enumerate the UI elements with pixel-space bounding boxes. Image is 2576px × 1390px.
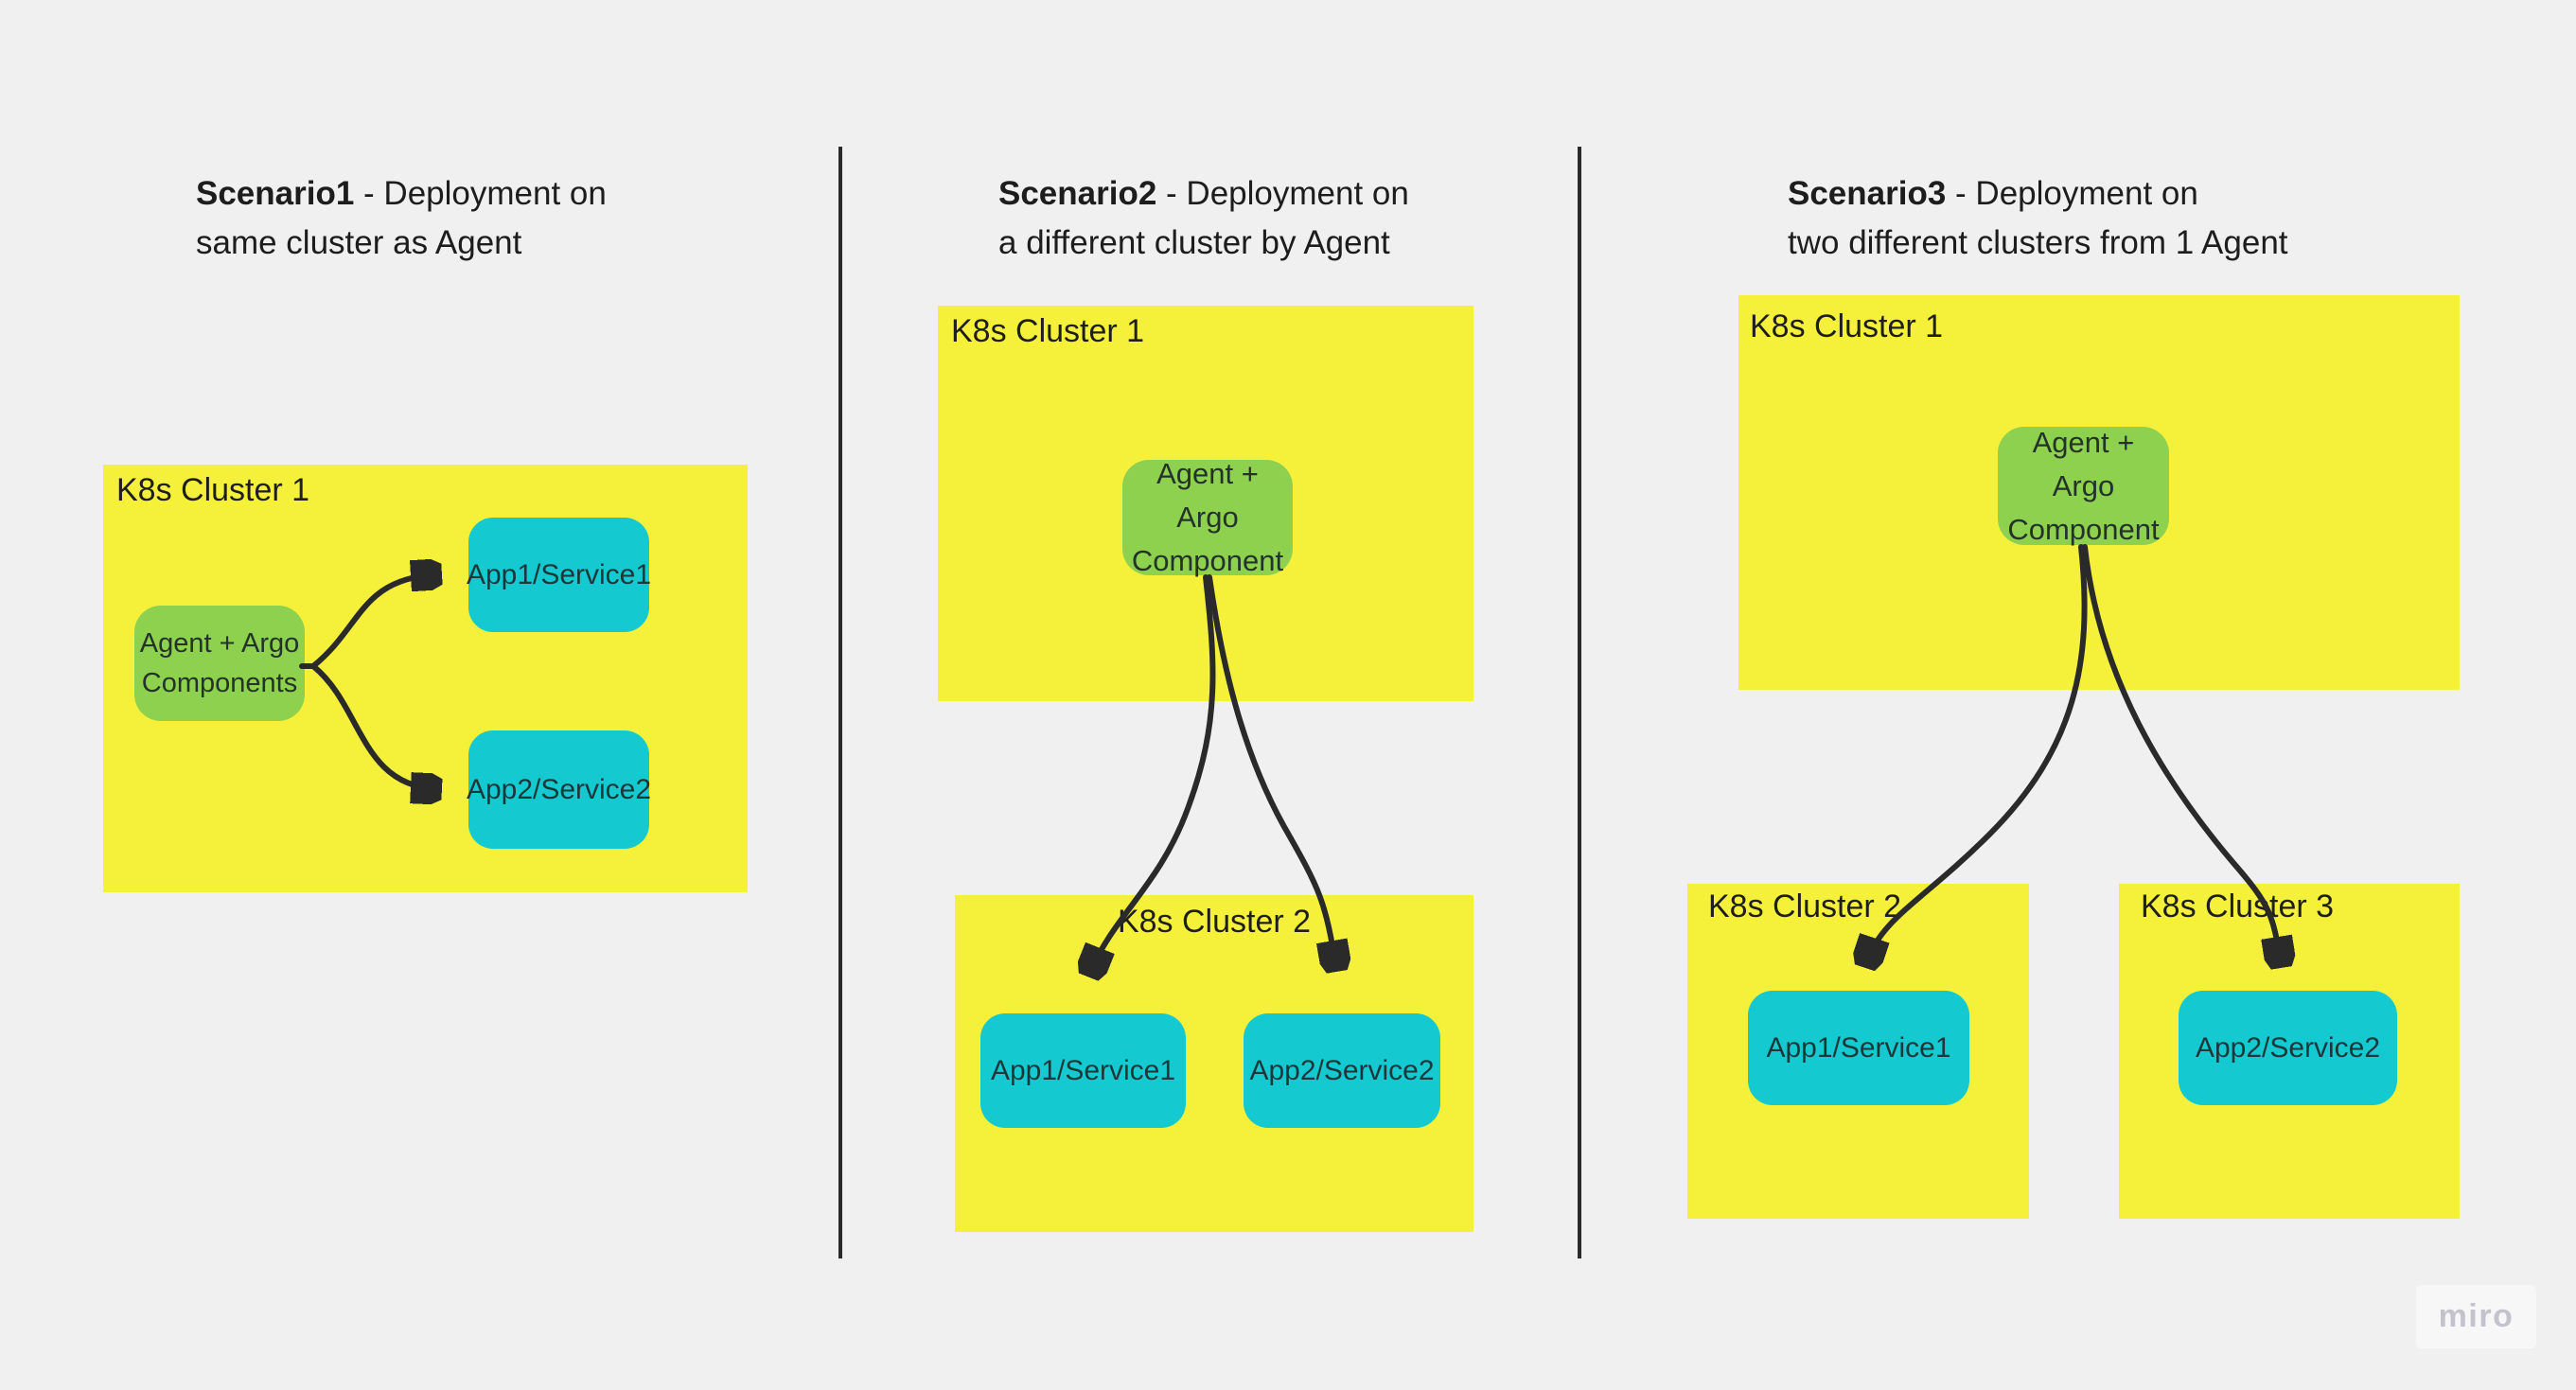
s3-cluster2-sticky[interactable]: K8s Cluster 2 App1/Service1 <box>1687 884 2029 1219</box>
section-divider-1 <box>838 147 842 1258</box>
s2-app2-node[interactable]: App2/Service2 <box>1244 1013 1440 1128</box>
scenario2-title-bold: Scenario2 <box>998 175 1157 213</box>
s2-app1-node[interactable]: App1/Service1 <box>980 1013 1186 1128</box>
s3-app2-node[interactable]: App2/Service2 <box>2179 991 2397 1105</box>
s1-agent-argo-node[interactable]: Agent + Argo Components <box>134 606 305 721</box>
scenario1-title-bold: Scenario1 <box>196 175 355 213</box>
s2-cluster1-sticky[interactable]: K8s Cluster 1 Agent + Argo Component <box>938 306 1473 701</box>
scenario3-title-line2: two different clusters from 1 Agent <box>1788 224 2288 262</box>
scenario3-title-rest: - Deployment on <box>1946 175 2198 213</box>
s1-agent-line1: Agent + Argo <box>139 628 300 659</box>
s1-app1-label: App1/Service1 <box>466 558 652 590</box>
s3-cluster1-label: K8s Cluster 1 <box>1750 308 1944 344</box>
s2-app2-label: App2/Service2 <box>1249 1054 1435 1086</box>
s2-agent-line3: Component <box>1131 544 1284 577</box>
s3-agent-argo-node[interactable]: Agent + Argo Component <box>1998 426 2169 546</box>
scenario1-title: Scenario1 - Deployment on same cluster a… <box>196 169 607 268</box>
scenario1-title-line2: same cluster as Agent <box>196 224 522 262</box>
s1-app2-label: App2/Service2 <box>466 773 652 805</box>
s3-app1-node[interactable]: App1/Service1 <box>1748 991 1969 1105</box>
s3-cluster3-sticky[interactable]: K8s Cluster 3 App2/Service2 <box>2119 884 2460 1219</box>
scenario2-title-line2: a different cluster by Agent <box>998 224 1390 262</box>
scenario3-title: Scenario3 - Deployment on two different … <box>1788 169 2288 268</box>
s3-app1-label: App1/Service1 <box>1766 1031 1951 1064</box>
s2-cluster2-label: K8s Cluster 2 <box>1117 904 1312 940</box>
s2-cluster2-sticky[interactable]: K8s Cluster 2 App1/Service1 App2/Service… <box>955 895 1473 1232</box>
s2-cluster1-label: K8s Cluster 1 <box>951 313 1145 349</box>
s2-app1-label: App1/Service1 <box>990 1054 1176 1086</box>
miro-watermark: miro <box>2416 1285 2536 1348</box>
section-divider-2 <box>1578 147 1581 1258</box>
s3-agent-line2: Argo <box>2052 468 2115 502</box>
s1-cluster1-sticky[interactable]: K8s Cluster 1 Agent + Argo Components Ap… <box>103 465 748 892</box>
s1-app2-node[interactable]: App2/Service2 <box>466 730 652 849</box>
scenario1-title-rest: - Deployment on <box>354 175 607 213</box>
s3-app2-label: App2/Service2 <box>2195 1031 2381 1064</box>
s3-cluster1-sticky[interactable]: K8s Cluster 1 Agent + Argo Component <box>1738 295 2460 690</box>
s2-agent-argo-node[interactable]: Agent + Argo Component <box>1122 457 1293 577</box>
s1-agent-line2: Components <box>141 668 298 698</box>
s3-cluster3-label: K8s Cluster 3 <box>2141 889 2335 924</box>
s3-agent-line3: Component <box>2007 512 2160 546</box>
s2-agent-line1: Agent + <box>1156 457 1259 490</box>
scenario2-title-rest: - Deployment on <box>1156 175 1409 213</box>
s2-agent-line2: Argo <box>1176 501 1239 534</box>
s3-agent-line1: Agent + <box>2032 425 2135 459</box>
miro-watermark-label: miro <box>2438 1298 2514 1334</box>
s3-cluster2-label: K8s Cluster 2 <box>1708 889 1902 924</box>
s1-cluster1-label: K8s Cluster 1 <box>116 472 310 508</box>
scenario3-title-bold: Scenario3 <box>1788 175 1947 213</box>
scenario2-title: Scenario2 - Deployment on a different cl… <box>998 169 1409 268</box>
s1-app1-node[interactable]: App1/Service1 <box>466 518 652 632</box>
